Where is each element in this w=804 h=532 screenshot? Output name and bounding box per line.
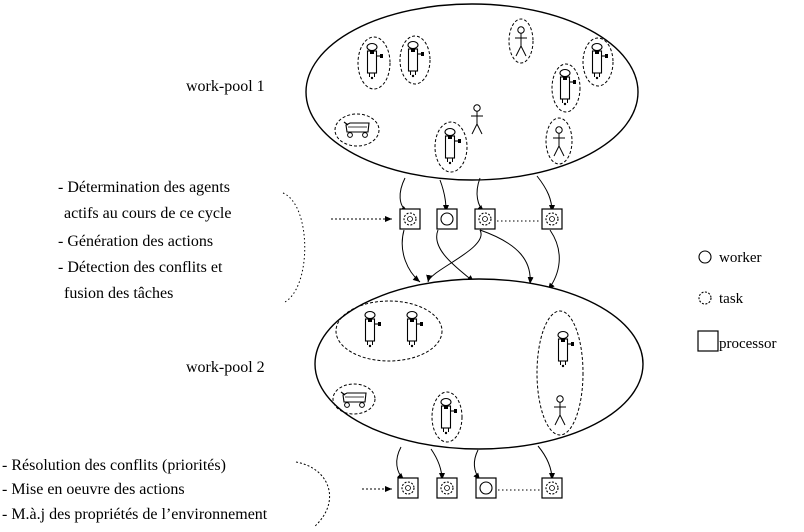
phase2-step-2: - Mise en oeuvre des actions <box>2 481 185 498</box>
legend-processor-icon <box>697 330 719 352</box>
phase1-step-3b: fusion des tâches <box>64 285 173 302</box>
processor-task <box>399 208 421 230</box>
work-pool-2 <box>314 278 644 450</box>
processor-worker <box>475 477 497 499</box>
processor-task <box>474 208 496 230</box>
phase1-step-1: - Détermination des agents <box>58 179 230 196</box>
work-pool-1 <box>305 3 639 181</box>
processor-task <box>541 208 563 230</box>
work-pool-1-label: work-pool 1 <box>186 78 265 95</box>
phase2-step-1: - Résolution des conflits (priorités) <box>2 457 226 474</box>
legend-processor-label: processor <box>719 336 776 352</box>
processor-task <box>436 477 458 499</box>
processor-task <box>397 477 419 499</box>
legend-task-label: task <box>719 291 744 307</box>
legend-worker-icon <box>698 250 712 264</box>
phase2-step-3: - M.à.j des propriétés de l’environnemen… <box>2 506 268 523</box>
legend-worker-label: worker <box>719 250 761 266</box>
legend-task-icon <box>698 291 712 305</box>
work-pool-2-label: work-pool 2 <box>186 359 265 376</box>
processor-worker <box>436 208 458 230</box>
processor-task <box>541 477 563 499</box>
phase1-step-3: - Détection des conflits et <box>58 259 223 276</box>
phase1-step-1b: actifs au cours de ce cycle <box>64 205 231 222</box>
phase1-step-2: - Génération des actions <box>58 233 213 250</box>
